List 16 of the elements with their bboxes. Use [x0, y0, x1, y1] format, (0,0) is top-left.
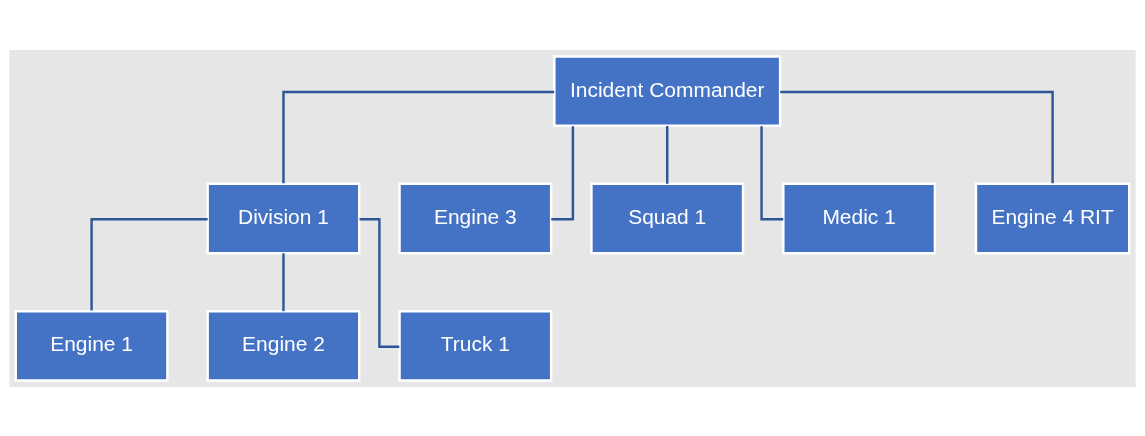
connector: [282, 252, 285, 311]
connector: [551, 125, 575, 220]
node-box: Truck 1: [398, 309, 553, 382]
node-box: Engine 3: [398, 182, 553, 254]
node-box: Incident Commander: [553, 54, 782, 127]
node-box: Engine 4 RIT: [974, 182, 1131, 254]
connector: [666, 125, 669, 184]
node-box: Engine 2: [206, 309, 361, 382]
node-box: Engine 1: [14, 309, 169, 382]
connector: [760, 125, 784, 220]
connector: [282, 90, 555, 183]
node-box: Medic 1: [782, 182, 937, 254]
node-box: Squad 1: [590, 182, 745, 254]
node-box: Division 1: [206, 182, 361, 254]
connector: [90, 217, 208, 311]
connector: [780, 90, 1054, 183]
